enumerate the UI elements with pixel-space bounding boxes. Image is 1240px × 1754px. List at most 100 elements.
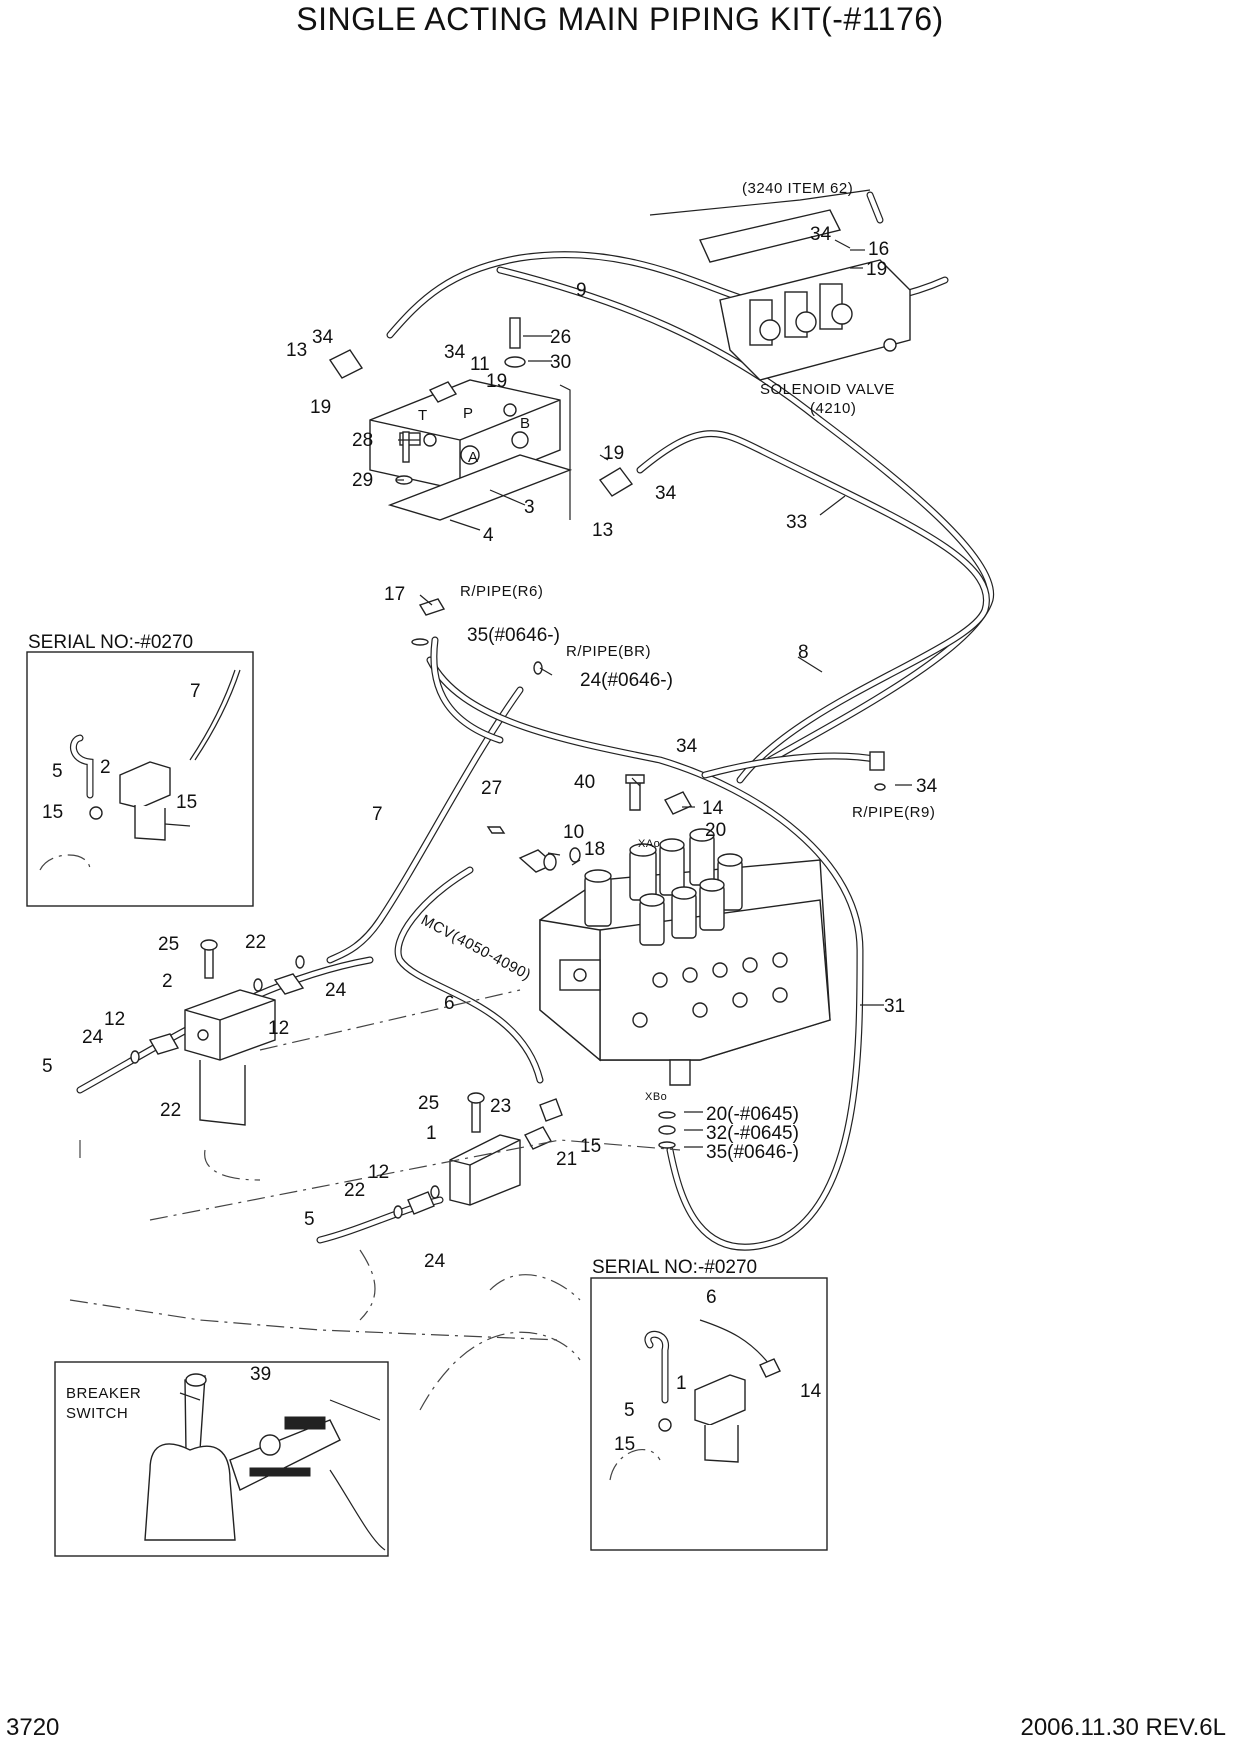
callout-3: 3 [524,497,535,518]
callout-20: 20 [705,820,726,841]
callout-2: 2 [162,971,173,992]
inset-serial-box-2 [590,1277,828,1551]
callout-15: 15 [614,1434,635,1455]
part-callouts: 34 16 19 9 34 13 26 34 30 11 19 19 28 19… [42,224,938,1455]
callout-5: 5 [304,1209,315,1230]
callout-34: 34 [676,736,698,757]
main-control-valve [539,828,831,1086]
callout-24-0646: 24(#0646-) [580,670,673,691]
callout-23: 23 [490,1096,511,1117]
callout-15: 15 [176,792,197,813]
callout-12: 12 [368,1162,389,1183]
callout-15: 15 [580,1136,601,1157]
rpipe-br-label: R/PIPE(BR) [566,643,651,660]
callout-34: 34 [916,776,938,797]
callout-21: 21 [556,1149,577,1170]
callout-13: 13 [592,520,613,541]
callout-18: 18 [584,839,605,860]
callout-14: 14 [800,1381,822,1402]
callout-17: 17 [384,584,405,605]
rpipe-r9-label: R/PIPE(R9) [852,804,935,821]
callout-19: 19 [486,371,507,392]
callout-6: 6 [444,993,455,1014]
callout-34: 34 [312,327,334,348]
callout-25: 25 [418,1093,439,1114]
callout-19: 19 [310,397,331,418]
callout-34: 34 [444,342,466,363]
solenoid-valve-label: SOLENOID VALVE [760,381,895,398]
port-a-label: A [468,449,479,466]
callout-40: 40 [574,772,595,793]
mcv-label: MCV(4050-4090) [418,912,534,984]
serial-box-2-title: SERIAL NO:-#0270 [592,1257,757,1278]
callout-24: 24 [325,980,347,1001]
solenoid-valve [649,189,911,381]
port-t-label: T [418,407,428,424]
callout-34: 34 [655,483,677,504]
callout-19: 19 [866,259,887,280]
callout-33: 33 [786,512,807,533]
valve-block-2 [130,939,305,1126]
breaker-switch-inset [54,1361,389,1557]
callout-7: 7 [190,681,201,702]
callout-22: 22 [245,932,266,953]
inset-serial-box-1 [26,651,254,907]
valve-block-1 [393,1092,563,1219]
rpipe-r6-label: R/PIPE(R6) [460,583,543,600]
callout-26: 26 [550,327,571,348]
callout-6: 6 [706,1287,717,1308]
breaker-label-line1: BREAKER [66,1385,141,1402]
callout-1: 1 [426,1123,437,1144]
callout-5: 5 [52,761,63,782]
callout-11: 11 [470,354,490,375]
callout-14: 14 [702,798,724,819]
mcv-fittings [411,598,886,1149]
callout-22: 22 [344,1180,365,1201]
callout-13: 13 [286,340,307,361]
callout-16: 16 [868,239,889,260]
solenoid-valve-code: (4210) [810,400,856,417]
callout-34: 34 [810,224,832,245]
callout-39: 39 [250,1364,271,1385]
callout-28: 28 [352,430,373,451]
port-xa-label: XAo [638,838,660,850]
callout-8: 8 [798,642,809,663]
callout-32-0645: 32(-#0645) [706,1123,799,1144]
callout-10: 10 [563,822,584,843]
callout-22: 22 [160,1100,181,1121]
revision-date: 2006.11.30 REV.6L [1020,1714,1226,1741]
port-b-label: B [520,415,531,432]
breaker-label-line2: SWITCH [66,1405,128,1422]
serial-box-1-title: SERIAL NO:-#0270 [28,632,193,653]
cab-outline [69,989,681,1411]
callout-30: 30 [550,352,571,373]
callout-20-0645: 20(-#0645) [706,1104,799,1125]
callout-1: 1 [676,1373,687,1394]
callout-19: 19 [603,443,624,464]
page-number: 3720 [6,1714,60,1741]
callout-15: 15 [42,802,63,823]
port-p-label: P [463,405,474,422]
leader-lines [179,239,912,1401]
callout-4: 4 [483,525,494,546]
callout-2: 2 [100,757,111,778]
page-title: SINGLE ACTING MAIN PIPING KIT(-#1176) [296,1,944,37]
callout-24: 24 [424,1251,446,1272]
callout-12: 12 [268,1018,289,1039]
ref-3240-item-62: (3240 ITEM 62) [742,180,853,197]
breaker-valve-block [328,317,634,521]
callout-5: 5 [624,1400,635,1421]
callout-25: 25 [158,934,179,955]
hose-lines [76,251,995,1251]
port-xb-label: XBo [645,1091,667,1103]
callout-24: 24 [82,1027,104,1048]
callout-5: 5 [42,1056,53,1077]
callout-29: 29 [352,470,373,491]
callout-12: 12 [104,1009,125,1030]
callout-31: 31 [884,996,905,1017]
callout-27: 27 [481,778,502,799]
callout-35-0646: 35(#0646-) [467,625,560,646]
callout-9: 9 [576,280,587,301]
callout-35-0646: 35(#0646-) [706,1142,799,1163]
